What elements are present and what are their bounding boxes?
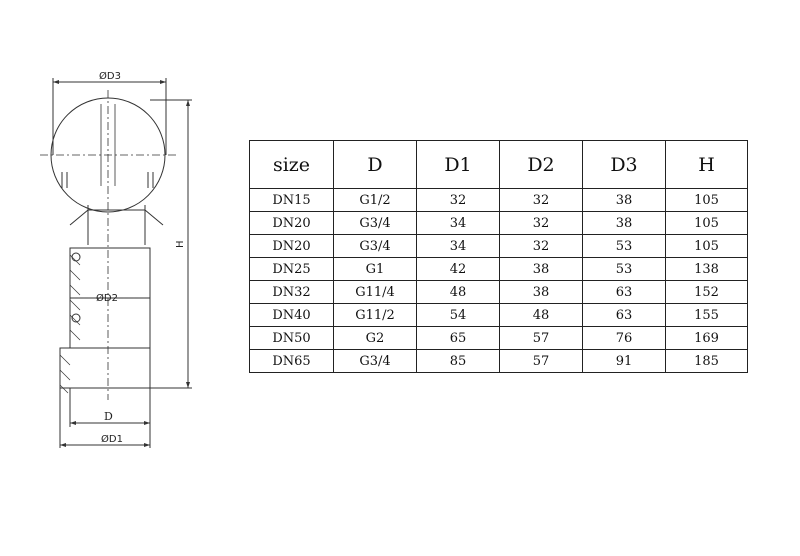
d1-arrow-left bbox=[60, 443, 66, 447]
table-cell: 138 bbox=[665, 257, 748, 281]
ball-slot-right bbox=[147, 172, 154, 188]
table-cell: DN40 bbox=[249, 303, 334, 327]
table-cell: 32 bbox=[499, 234, 583, 258]
table-cell: DN20 bbox=[249, 234, 334, 258]
column-header: D1 bbox=[416, 140, 500, 189]
column-header: D3 bbox=[582, 140, 666, 189]
table-cell: 32 bbox=[499, 188, 583, 212]
table-cell: 54 bbox=[416, 303, 500, 327]
h-label: H bbox=[175, 240, 186, 248]
body-hatch bbox=[69, 254, 81, 341]
table-cell: 38 bbox=[582, 188, 666, 212]
d3-arrow-right bbox=[160, 80, 166, 84]
table-cell: 105 bbox=[665, 211, 748, 235]
table-cell: G1/2 bbox=[333, 188, 417, 212]
table-cell: 63 bbox=[582, 303, 666, 327]
table-cell: DN15 bbox=[249, 188, 334, 212]
table-cell: 34 bbox=[416, 234, 500, 258]
table-cell: 65 bbox=[416, 326, 500, 350]
table-cell: 32 bbox=[499, 211, 583, 235]
thread-fitting bbox=[59, 347, 151, 389]
table-cell: DN50 bbox=[249, 326, 334, 350]
table-cell: 38 bbox=[499, 257, 583, 281]
d-arrow-right bbox=[144, 421, 150, 425]
table-cell: 105 bbox=[665, 234, 748, 258]
table-cell: 48 bbox=[499, 303, 583, 327]
column-header: D2 bbox=[499, 140, 583, 189]
table-cell: 32 bbox=[416, 188, 500, 212]
d3-label: ØD3 bbox=[99, 70, 121, 82]
thread-hatch bbox=[59, 354, 71, 394]
h-arrow-bottom bbox=[186, 382, 190, 388]
body-lower bbox=[69, 297, 151, 349]
table-cell: 34 bbox=[416, 211, 500, 235]
table-cell: DN20 bbox=[249, 211, 334, 235]
table-cell: 185 bbox=[665, 349, 748, 373]
table-cell: 48 bbox=[416, 280, 500, 304]
column-header: size bbox=[249, 140, 334, 189]
d-label: D bbox=[104, 410, 113, 423]
h-arrow-top bbox=[186, 100, 190, 106]
table-cell: 85 bbox=[416, 349, 500, 373]
table-cell: 105 bbox=[665, 188, 748, 212]
table-cell: 42 bbox=[416, 257, 500, 281]
table-cell: 57 bbox=[499, 349, 583, 373]
table-cell: G3/4 bbox=[333, 211, 417, 235]
d3-arrow-left bbox=[53, 80, 59, 84]
table-cell: 91 bbox=[582, 349, 666, 373]
table-cell: DN65 bbox=[249, 349, 334, 373]
table-cell: 53 bbox=[582, 257, 666, 281]
table-cell: G3/4 bbox=[333, 349, 417, 373]
d2-label: ØD2 bbox=[96, 292, 118, 304]
ball-inner-slot bbox=[100, 104, 116, 186]
column-header: D bbox=[333, 140, 417, 189]
table-cell: G11/4 bbox=[333, 280, 417, 304]
table-cell: G1 bbox=[333, 257, 417, 281]
d1-label: ØD1 bbox=[101, 433, 123, 445]
d-arrow-left bbox=[70, 421, 76, 425]
table-cell: G2 bbox=[333, 326, 417, 350]
pin-bottom bbox=[71, 313, 81, 323]
pin-top bbox=[71, 252, 81, 262]
table-cell: 57 bbox=[499, 326, 583, 350]
table-cell: 38 bbox=[499, 280, 583, 304]
table-cell: DN25 bbox=[249, 257, 334, 281]
neck bbox=[69, 205, 164, 245]
table-cell: 169 bbox=[665, 326, 748, 350]
table-cell: DN32 bbox=[249, 280, 334, 304]
table-cell: G3/4 bbox=[333, 234, 417, 258]
d1-arrow-right bbox=[144, 443, 150, 447]
table-cell: 63 bbox=[582, 280, 666, 304]
body-upper bbox=[69, 247, 151, 299]
table-cell: 38 bbox=[582, 211, 666, 235]
table-cell: 53 bbox=[582, 234, 666, 258]
table-cell: G11/2 bbox=[333, 303, 417, 327]
table-cell: 155 bbox=[665, 303, 748, 327]
ball-slot-left bbox=[61, 172, 68, 188]
table-cell: 152 bbox=[665, 280, 748, 304]
table-cell: 76 bbox=[582, 326, 666, 350]
column-header: H bbox=[665, 140, 748, 189]
